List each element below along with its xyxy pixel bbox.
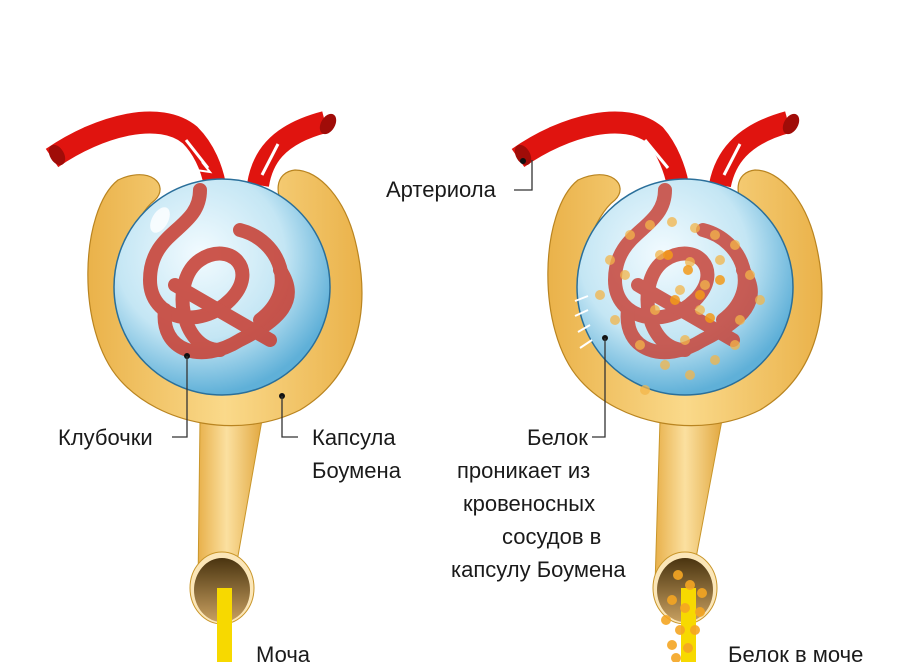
afferent-arteriole [45,111,226,188]
urine-stream [217,588,232,662]
label-protein-1: Белок [527,425,588,450]
protein-particles [595,217,765,395]
label-protein-3: кровеносных [463,491,595,516]
leak-arrows-icon [574,295,593,349]
label-protein-4: сосудов в [502,524,601,549]
label-capsule-1: Капсула [312,425,396,450]
label-arteriole: Артериола [386,177,497,202]
capillary-loops [142,183,295,360]
capillary-loops [607,183,758,360]
panel-normal: Клубочки Капсула Боумена Моча [45,111,402,662]
panel-proteinuria: Артериола Белок проникает из кровеносных… [386,111,863,662]
label-urine: Моча [256,642,311,662]
label-glomeruli: Клубочки [58,425,153,450]
protein-particles-dense [663,250,725,323]
label-protein-5: капсулу Боумена [451,557,626,582]
label-protein-2: проникает из [457,458,590,483]
label-capsule-2: Боумена [312,458,402,483]
afferent-arteriole [511,111,689,188]
protein-in-urine-dots [661,570,707,662]
label-protein-in-urine: Белок в моче [728,642,863,662]
